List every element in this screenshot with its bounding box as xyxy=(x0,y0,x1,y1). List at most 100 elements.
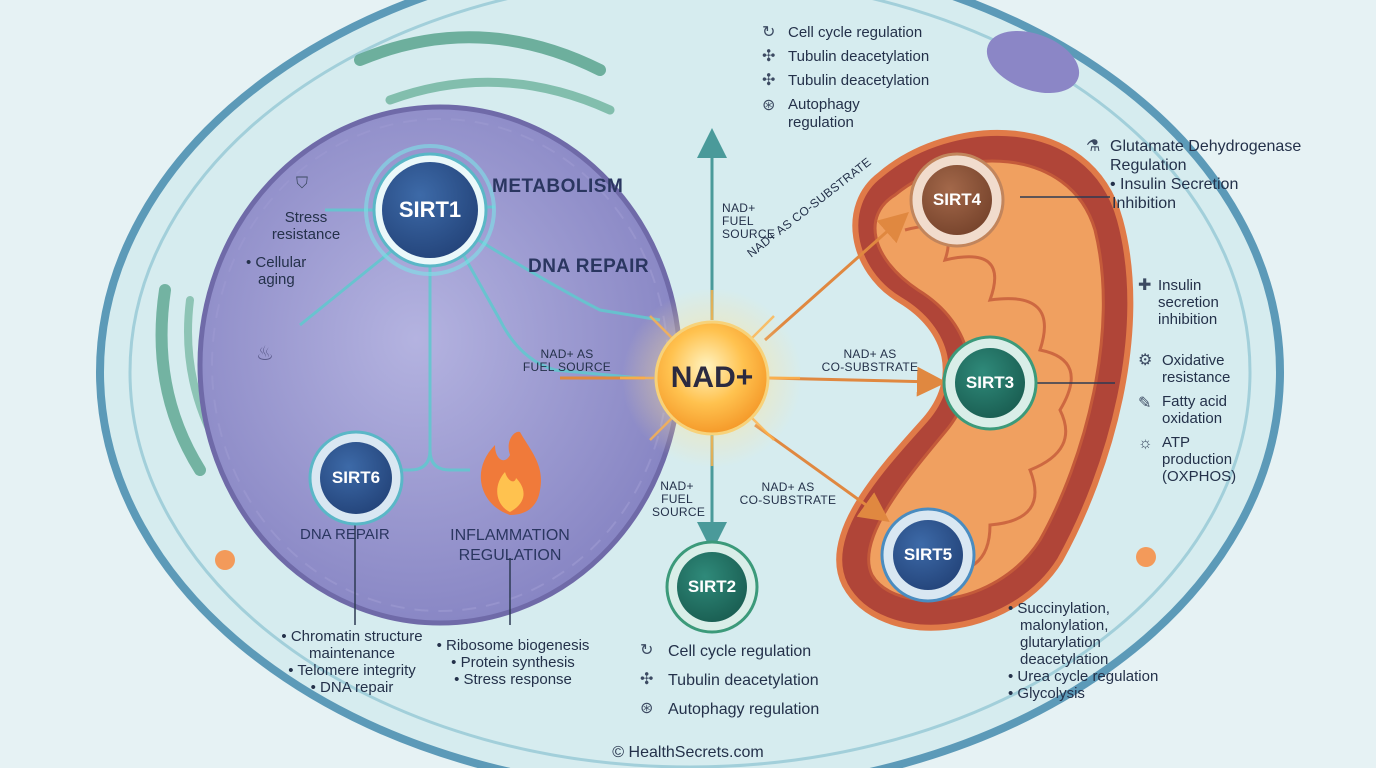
tubulin-icon: ✣ xyxy=(762,48,776,65)
label-line: NAD+ xyxy=(722,201,756,215)
inflammation-line: INFLAMMATION xyxy=(450,527,570,544)
list-item: deacetylation xyxy=(1020,651,1109,668)
list-item: production xyxy=(1162,451,1233,468)
aging-line: aging xyxy=(258,271,295,288)
sirt2-list-item: Cell cycle regulation xyxy=(668,643,812,660)
list-item: ATP xyxy=(1162,434,1191,451)
label-line: NAD+ xyxy=(660,479,694,493)
list-item: • Succinylation, xyxy=(1008,600,1110,617)
sirt3-node[interactable]: SIRT3 xyxy=(955,348,1025,418)
stress-line: Stress xyxy=(284,209,328,226)
gear-icon: ⚙ xyxy=(1138,352,1153,369)
sun-icon: ☼ xyxy=(1138,435,1153,452)
list-item: (OXPHOS) xyxy=(1162,468,1237,485)
inflammation-function-list: • Ribosome biogenesis • Protein synthesi… xyxy=(430,637,596,688)
list-item: • Ribosome biogenesis xyxy=(436,637,590,654)
nad-center[interactable]: NAD+ xyxy=(670,361,754,394)
sirt2-list-item: Autophagy regulation xyxy=(668,701,820,718)
label-line: CO-SUBSTRATE xyxy=(821,360,919,374)
list-item: maintenance xyxy=(309,645,395,662)
autophagy-icon: ⊛ xyxy=(762,97,776,114)
regulation-line: REGULATION xyxy=(458,547,562,564)
sirt2-list-item: Tubulin deacetylation xyxy=(668,672,819,689)
sirt6-function-list: • Chromatin structure maintenance • Telo… xyxy=(262,628,442,696)
list-item: • Stress response xyxy=(454,671,572,688)
label-line: FUEL SOURCE xyxy=(522,360,612,374)
shield-icon: ⛉ xyxy=(296,175,309,192)
fire-outline-icon: ♨ xyxy=(256,343,274,365)
sirt4-function-list: Glutamate Dehydrogenase Regulation • Ins… xyxy=(1110,137,1301,213)
flame-icon xyxy=(480,431,541,515)
inflammation-regulation-label: INFLAMMATION REGULATION xyxy=(440,526,580,566)
list-item: Insulin xyxy=(1158,277,1202,294)
vesicle xyxy=(215,550,235,570)
list-item: Fatty acid xyxy=(1162,393,1228,410)
dna-repair-label: DNA REPAIR xyxy=(528,256,650,277)
resistance-line: resistance xyxy=(271,226,341,243)
list-item: oxidation xyxy=(1162,410,1223,427)
label-line: FUEL xyxy=(722,214,754,228)
list-item: • Insulin Secretion xyxy=(1110,176,1239,193)
cycle-icon: ↻ xyxy=(640,642,654,659)
endoplasmic-reticulum xyxy=(354,31,606,76)
list-item: • Glycolysis xyxy=(1008,685,1085,702)
autophagy-icon: ⊛ xyxy=(640,700,654,717)
sirt5-function-list: • Succinylation, malonylation, glutaryla… xyxy=(1008,600,1158,702)
top-list-item: Tubulin deacetylation xyxy=(788,48,930,65)
list-item: Regulation xyxy=(1110,157,1187,174)
label-line: NAD+ AS xyxy=(843,347,897,361)
list-item: secretion xyxy=(1158,294,1219,311)
label-line: FUEL xyxy=(661,492,693,506)
list-item: Oxidative xyxy=(1162,352,1225,369)
sirt1-node[interactable]: SIRT1 xyxy=(382,162,478,258)
cycle-icon: ↻ xyxy=(762,24,776,41)
list-item: Glutamate Dehydrogenase xyxy=(1110,138,1302,155)
list-item: • Telomere integrity xyxy=(288,662,416,679)
sirt5-node[interactable]: SIRT5 xyxy=(893,520,963,590)
cellular-line: • Cellular xyxy=(246,254,307,271)
vesicle-purple xyxy=(986,30,1080,94)
label-line: SOURCE xyxy=(722,227,776,241)
label-line: NAD+ AS xyxy=(540,347,594,361)
nad-sphere xyxy=(654,320,770,436)
enzyme-icon: ⚗ xyxy=(1086,138,1101,155)
metabolism-label: METABOLISM xyxy=(492,176,624,197)
medical-cross-icon: ✚ xyxy=(1138,277,1152,294)
top-list-item: Tubulin deacetylation xyxy=(788,72,930,89)
label-line: NAD+ AS xyxy=(761,480,815,494)
label-line: SOURCE xyxy=(652,505,706,519)
list-item: • Urea cycle regulation xyxy=(1008,668,1159,685)
footer-credit: © HealthSecrets.com xyxy=(612,744,764,761)
top-list-item: Autophagy xyxy=(788,96,860,113)
label-line: CO-SUBSTRATE xyxy=(739,493,837,507)
top-list-item: Cell cycle regulation xyxy=(788,24,923,41)
sirt4-node[interactable]: SIRT4 xyxy=(922,165,992,235)
insulin-label: Insulin secretion inhibition xyxy=(1158,277,1219,328)
tubulin-icon: ✣ xyxy=(762,72,776,89)
sirt6-dna-repair-label: DNA REPAIR xyxy=(300,526,390,543)
sirt6-node[interactable]: SIRT6 xyxy=(320,442,392,514)
list-item: glutarylation xyxy=(1020,634,1101,651)
list-item: • Protein synthesis xyxy=(451,654,575,671)
list-item: inhibition xyxy=(1158,311,1218,328)
top-list-item: regulation xyxy=(788,114,854,131)
tubulin-icon: ✣ xyxy=(640,671,654,688)
list-item: • Chromatin structure xyxy=(281,628,423,645)
vesicle xyxy=(1136,547,1156,567)
list-item: • DNA repair xyxy=(310,679,394,696)
list-item: Inhibition xyxy=(1112,195,1177,212)
list-item: resistance xyxy=(1162,369,1231,386)
dropper-icon: ✎ xyxy=(1138,395,1152,412)
sirt2-node[interactable]: SIRT2 xyxy=(677,552,747,622)
